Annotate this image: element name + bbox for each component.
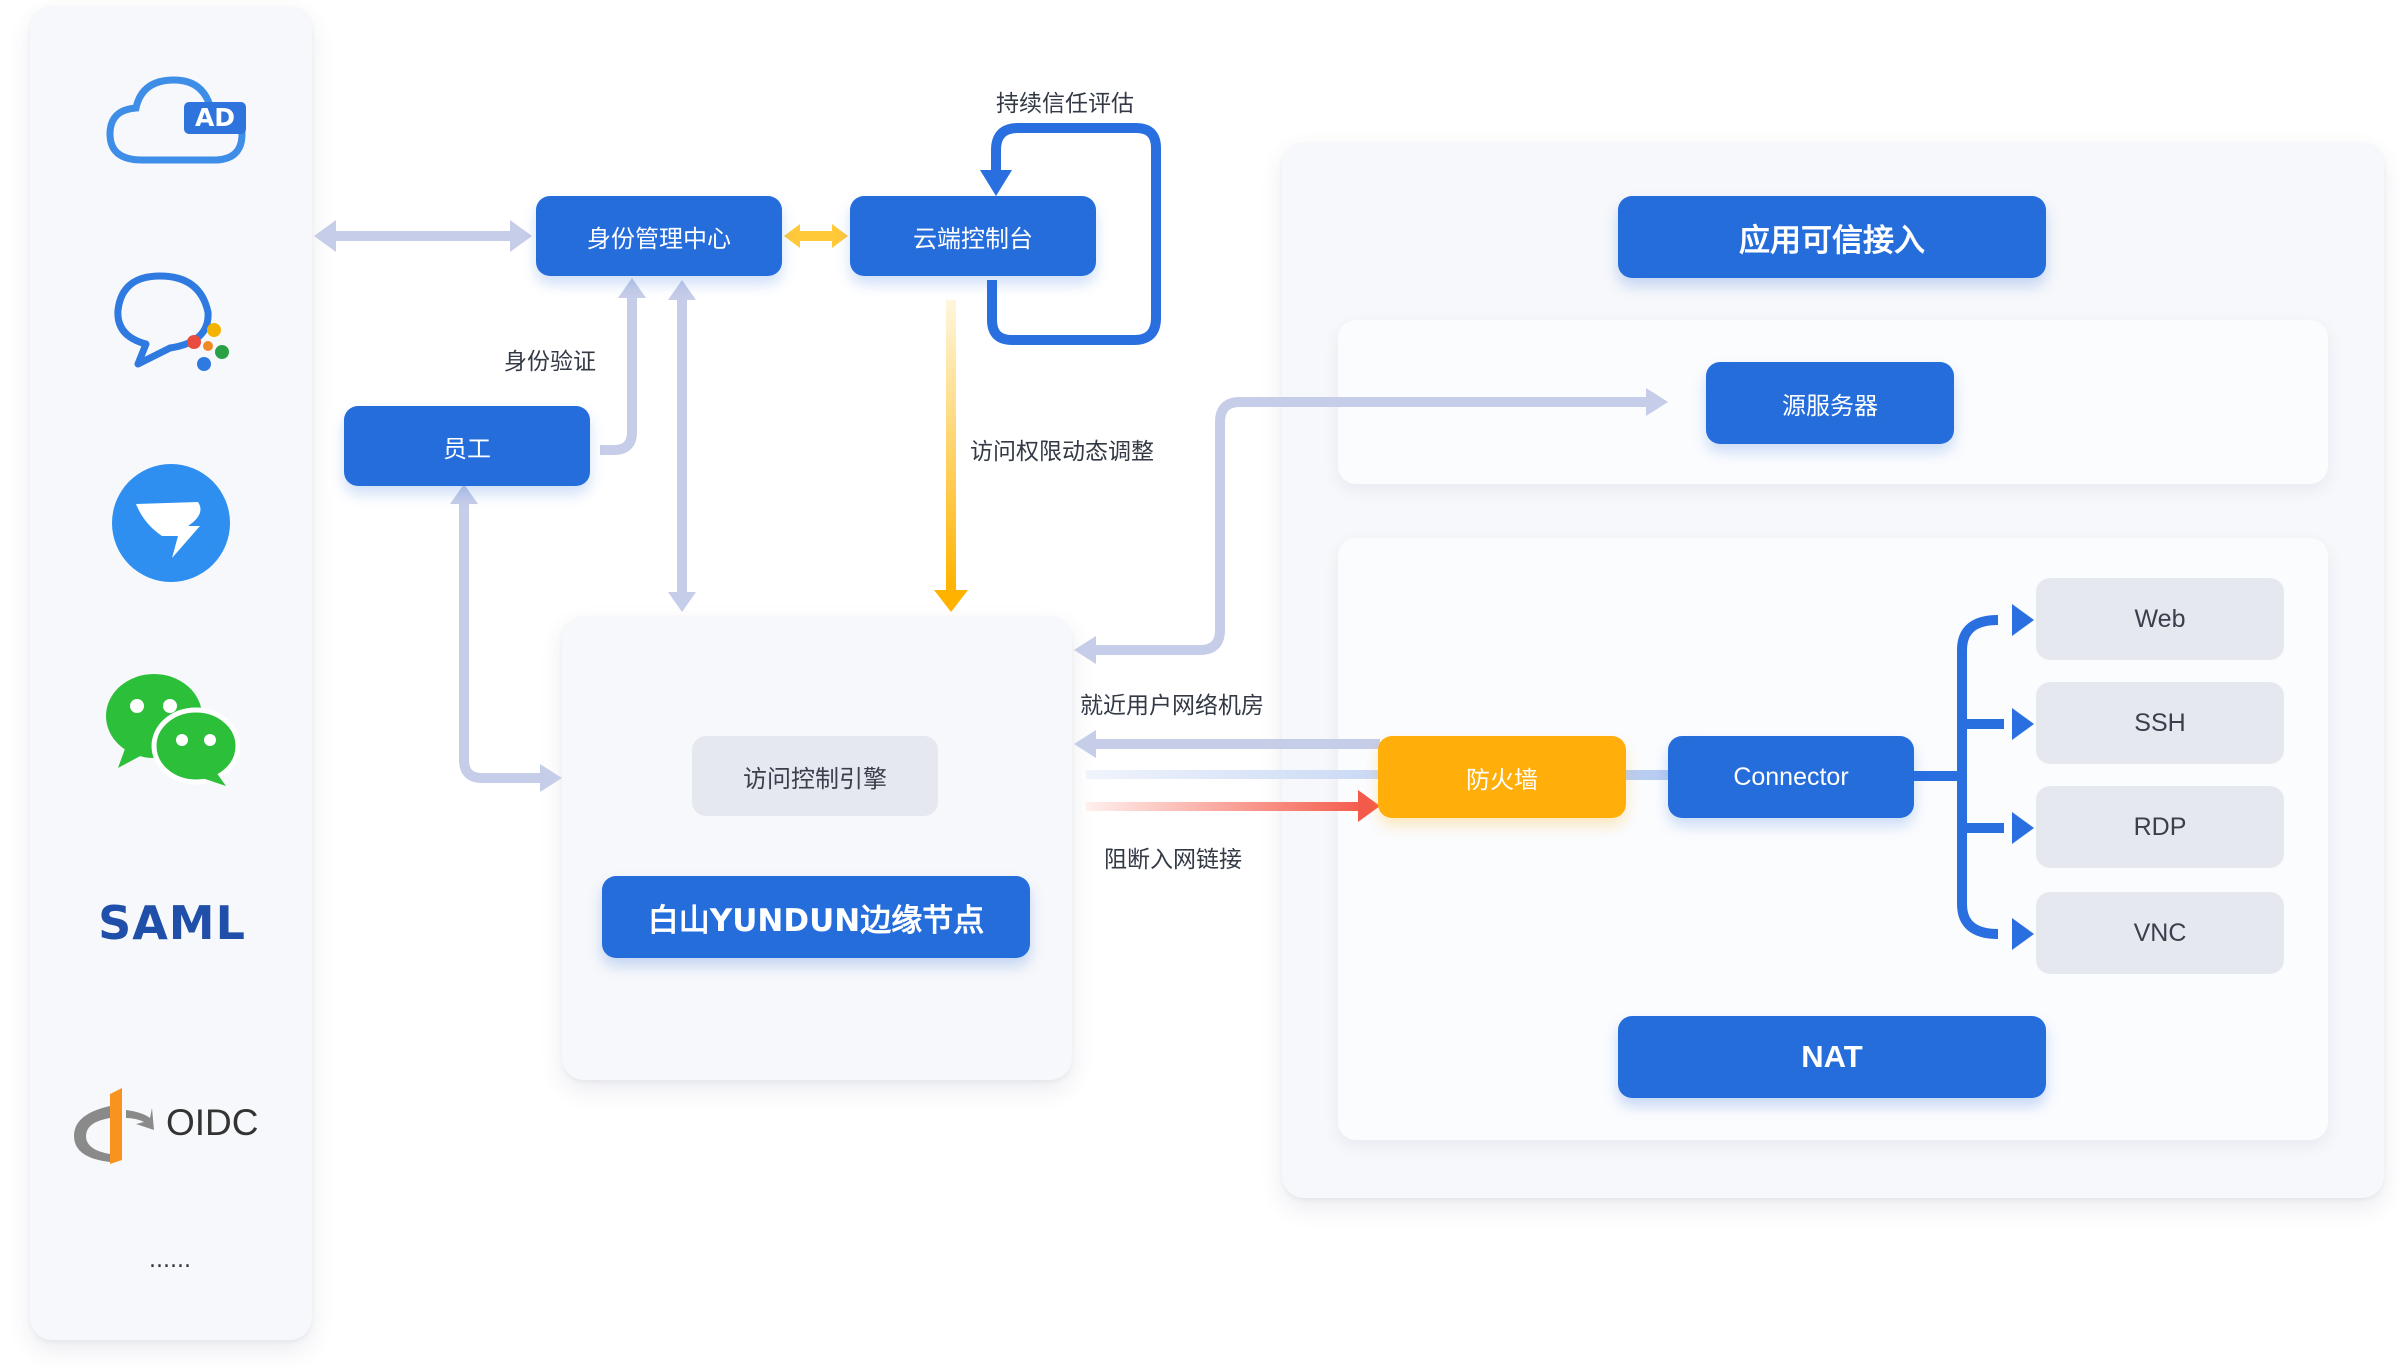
- service-arrowheads: [2012, 604, 2034, 950]
- firewall-edge-arrow: [1074, 730, 1380, 758]
- active-directory-icon: AD: [102, 72, 252, 172]
- openid-icon: [70, 1084, 154, 1164]
- dynamic-permission-label: 访问权限动态调整: [970, 439, 1154, 465]
- block-inbound-arrow: [1086, 790, 1380, 822]
- cloud-console-node[interactable]: 云端控制台: [850, 196, 1096, 276]
- connector-service-tree: [1914, 615, 2004, 939]
- edge-node-title[interactable]: 白山YUNDUN边缘节点: [602, 876, 1030, 958]
- oidc-label: OIDC: [166, 1102, 259, 1143]
- enterprise-chat-icon: [110, 266, 240, 376]
- nearby-datacenter-label: 就近用户网络机房: [1080, 693, 1264, 719]
- block-inbound-label: 阻断入网链接: [1104, 847, 1242, 873]
- identity-employee-arrow: [600, 278, 646, 455]
- connector-node[interactable]: Connector: [1668, 736, 1914, 818]
- edge-origin-arrow: [1074, 388, 1668, 664]
- trust-loop-arrow: [987, 123, 1161, 345]
- service-rdp[interactable]: RDP: [2036, 786, 2284, 868]
- console-edge-arrow: [934, 300, 968, 612]
- service-web[interactable]: Web: [2036, 578, 2284, 660]
- edge-node-panel: [562, 616, 1072, 1080]
- trusted-access-title[interactable]: 应用可信接入: [1618, 196, 2046, 278]
- identity-edge-arrow: [668, 280, 696, 612]
- wechat-icon: [104, 668, 241, 788]
- trust-loop-arrowhead: [980, 170, 1012, 196]
- saml-logo: SAML: [98, 896, 246, 950]
- dingtalk-icon: [110, 462, 232, 584]
- identity-verify-label: 身份验证: [504, 349, 596, 375]
- more-providers: ......: [149, 1248, 191, 1273]
- identity-console-arrow: [784, 224, 848, 248]
- nat-node[interactable]: NAT: [1618, 1016, 2046, 1098]
- employee-edge-arrow: [450, 484, 562, 792]
- tunnel-channel: [1086, 770, 1386, 779]
- provider-identity-arrow: [314, 220, 532, 252]
- ad-badge-text: AD: [194, 103, 236, 132]
- service-vnc[interactable]: VNC: [2036, 892, 2284, 974]
- origin-server-node[interactable]: 源服务器: [1706, 362, 1954, 444]
- firewall-connector-link: [1626, 770, 1670, 780]
- continuous-trust-label: 持续信任评估: [996, 91, 1134, 117]
- identity-center-node[interactable]: 身份管理中心: [536, 196, 782, 276]
- firewall-node[interactable]: 防火墙: [1378, 736, 1626, 818]
- service-ssh[interactable]: SSH: [2036, 682, 2284, 764]
- identity-provider-panel: [30, 6, 312, 1340]
- employee-node[interactable]: 员工: [344, 406, 590, 486]
- access-engine-node[interactable]: 访问控制引擎: [692, 736, 938, 816]
